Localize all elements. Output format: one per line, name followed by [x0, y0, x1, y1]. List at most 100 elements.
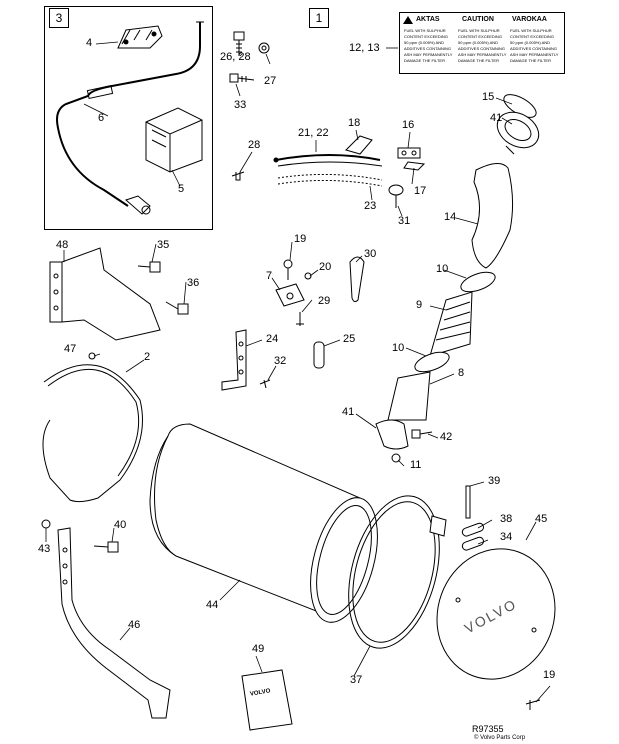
- label-line: 50 ppm (0.005%) AND: [404, 40, 445, 45]
- bracket-part-25: [313, 341, 325, 369]
- callout-2: 2: [144, 351, 151, 363]
- grommet-part-31: [388, 184, 404, 208]
- callout-7: 7: [266, 270, 273, 282]
- label-line: FUEL WITH SULPHUR: [510, 28, 552, 33]
- callout-49: 49: [252, 643, 265, 655]
- callout-12-13: 12, 13: [349, 42, 380, 54]
- callout-25: 25: [343, 333, 356, 345]
- callout-47: 47: [64, 343, 77, 355]
- reference-number: R97355: [472, 724, 504, 734]
- screw-part-28: [231, 171, 245, 181]
- label-line: DAMAGE THE FILTER: [404, 58, 445, 63]
- cable-tie-part-30: [349, 256, 365, 303]
- callout-9: 9: [416, 299, 423, 311]
- label-line: DAMAGE THE FILTER: [510, 58, 551, 63]
- label-heading-varokaa: VAROKAA: [512, 16, 547, 23]
- callout-10-lower: 10: [392, 342, 405, 354]
- callout-28: 28: [248, 139, 261, 151]
- callout-29: 29: [318, 295, 331, 307]
- connector-part-8: [387, 371, 431, 421]
- clip-part-18: [345, 135, 373, 155]
- bolt-part-40: [93, 541, 119, 553]
- callout-6: 6: [98, 112, 105, 124]
- bracket-part-48: [49, 247, 161, 341]
- hose-clamp-part-10-upper: [460, 271, 496, 293]
- screw-part-32: [259, 379, 271, 389]
- bolt-part-36: [165, 301, 189, 315]
- bolt-part-33: [229, 73, 255, 83]
- clamp-band-part-37: [348, 495, 447, 649]
- bracket-part-46: [57, 527, 171, 719]
- label-heading-aktas: AKTAS: [416, 16, 440, 23]
- nut-part-27: [258, 42, 270, 54]
- box-number-3: 3: [49, 8, 69, 28]
- callout-43: 43: [38, 543, 51, 555]
- bracket-part-24: [221, 329, 247, 391]
- clip-part-17: [403, 161, 426, 171]
- callout-16: 16: [402, 119, 415, 131]
- label-line: ADDITIVES CONTAINING: [510, 46, 558, 51]
- callout-11: 11: [410, 459, 422, 471]
- label-heading-caution: CAUTION: [462, 16, 494, 23]
- callout-19-lower: 19: [543, 669, 556, 681]
- cable-part-21-22: [273, 154, 383, 167]
- label-line: 50 ppm (0.005%) AND: [458, 40, 499, 45]
- label-line: ADDITIVES CONTAINING: [404, 46, 452, 51]
- wiring-harness-part-6: [56, 21, 204, 215]
- washer-part-43: [41, 519, 51, 529]
- clip-part-16: [397, 147, 421, 159]
- callout-15: 15: [482, 91, 495, 103]
- label-line: DAMAGE THE FILTER: [458, 58, 499, 63]
- callout-34: 34: [500, 531, 513, 543]
- label-line: 50 ppm (0.005%) AND: [510, 40, 551, 45]
- callout-5: 5: [178, 183, 185, 195]
- callout-41-upper: 41: [490, 112, 503, 124]
- callout-45: 45: [535, 513, 548, 525]
- callout-14: 14: [444, 211, 457, 223]
- callout-37: 37: [350, 674, 363, 686]
- inset-frame-3: [44, 6, 213, 230]
- label-line: ASH MAY PERMANENTLY: [404, 52, 453, 57]
- pin-part-34: [461, 536, 485, 551]
- callout-17: 17: [414, 185, 427, 197]
- hose-clamp-part-10-lower: [414, 351, 450, 373]
- label-line: FUEL WITH SULPHUR: [404, 28, 446, 33]
- callout-40: 40: [114, 519, 127, 531]
- callout-46: 46: [128, 619, 141, 631]
- insulation-sleeve-part-23: [277, 173, 383, 187]
- callout-21-22: 21, 22: [298, 127, 329, 139]
- nut-part-20: [304, 272, 312, 280]
- control-module-part-5: [145, 107, 203, 173]
- screw-part-19-upper: [283, 259, 293, 280]
- label-line: CONTENT EXCEEDING: [510, 34, 554, 39]
- screw-part-19-lower: [525, 699, 541, 710]
- callout-20: 20: [319, 261, 332, 273]
- callout-39: 39: [488, 475, 501, 487]
- callout-38: 38: [500, 513, 513, 525]
- box-number-1: 1: [309, 8, 329, 28]
- callout-4: 4: [86, 37, 93, 49]
- callout-8: 8: [458, 367, 465, 379]
- label-line: CONTENT EXCEEDING: [404, 34, 448, 39]
- callout-30: 30: [364, 248, 377, 260]
- callout-23: 23: [364, 200, 377, 212]
- callout-19-upper: 19: [294, 233, 307, 245]
- callout-44: 44: [206, 599, 219, 611]
- bracket-part-7: [275, 283, 305, 307]
- callout-36: 36: [187, 277, 200, 289]
- air-hose-part-14: [471, 163, 514, 269]
- label-line: CONTENT EXCEEDING: [458, 34, 502, 39]
- callout-35: 35: [157, 239, 170, 251]
- callout-48: 48: [56, 239, 69, 251]
- callout-33: 33: [234, 99, 247, 111]
- nozzle-part-41-lower: [375, 419, 409, 450]
- callout-32: 32: [274, 355, 287, 367]
- manual-booklet-part-49: [241, 669, 293, 731]
- callout-18: 18: [348, 117, 361, 129]
- screw-part-29: [296, 312, 304, 326]
- heater-unit-part-44: [149, 423, 378, 623]
- warning-label-part-12-13: AKTAS CAUTION VAROKAA FUEL WITH SULPHUR …: [399, 12, 565, 74]
- label-line: ASH MAY PERMANENTLY: [458, 52, 507, 57]
- callout-24: 24: [266, 333, 279, 345]
